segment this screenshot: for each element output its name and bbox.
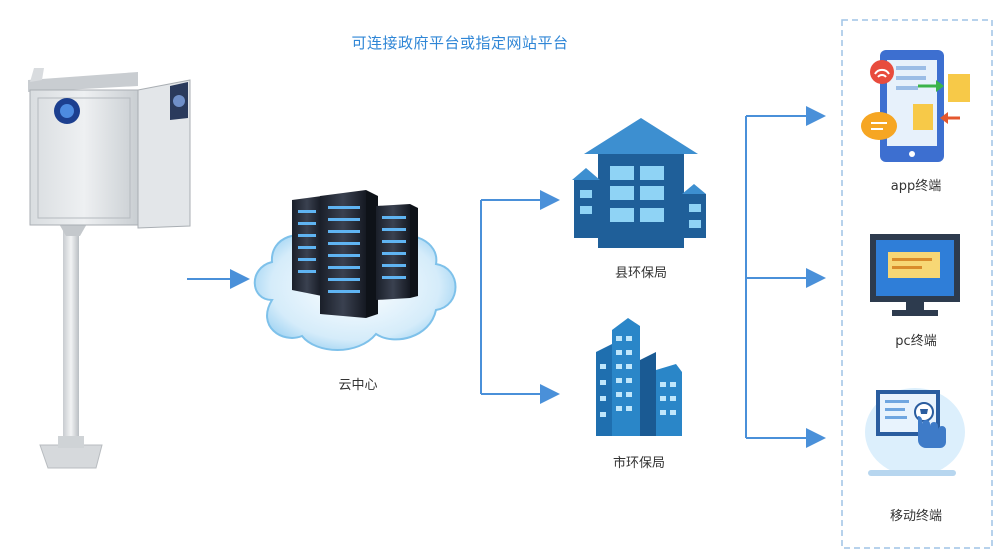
document-icon [948, 74, 970, 102]
cabinet-base [39, 444, 103, 469]
chat-bubble-icon [861, 112, 897, 140]
hand-pointer-icon [918, 416, 946, 448]
county-bureau-label: 县环保局 [614, 266, 667, 281]
mobile-terminal-icon [865, 388, 965, 476]
cabinet-pole [63, 222, 79, 444]
pc-terminal-label: pc终端 [895, 334, 937, 349]
county-bureau-building-icon [572, 118, 706, 248]
mobile-terminal-label: 移动终端 [889, 509, 942, 524]
diagram-title: 可连接政府平台或指定网站平台 [351, 34, 569, 52]
connector-to-terminals [745, 106, 826, 448]
app-terminal-icon [861, 50, 970, 162]
city-bureau-building-icon [596, 318, 682, 436]
cloud-center-icon [253, 190, 457, 351]
app-terminal-label: app终端 [890, 179, 942, 194]
cloud-center-label: 云中心 [338, 378, 378, 393]
monitoring-cabinet [28, 68, 191, 469]
cabinet-roof [28, 72, 138, 92]
wifi-icon [870, 60, 894, 84]
connector-cloud-to-bureaus [480, 190, 560, 404]
cabinet-body [29, 89, 139, 226]
pc-terminal-icon [870, 234, 960, 316]
city-bureau-label: 市环保局 [612, 456, 665, 471]
terminals-panel [841, 19, 993, 549]
